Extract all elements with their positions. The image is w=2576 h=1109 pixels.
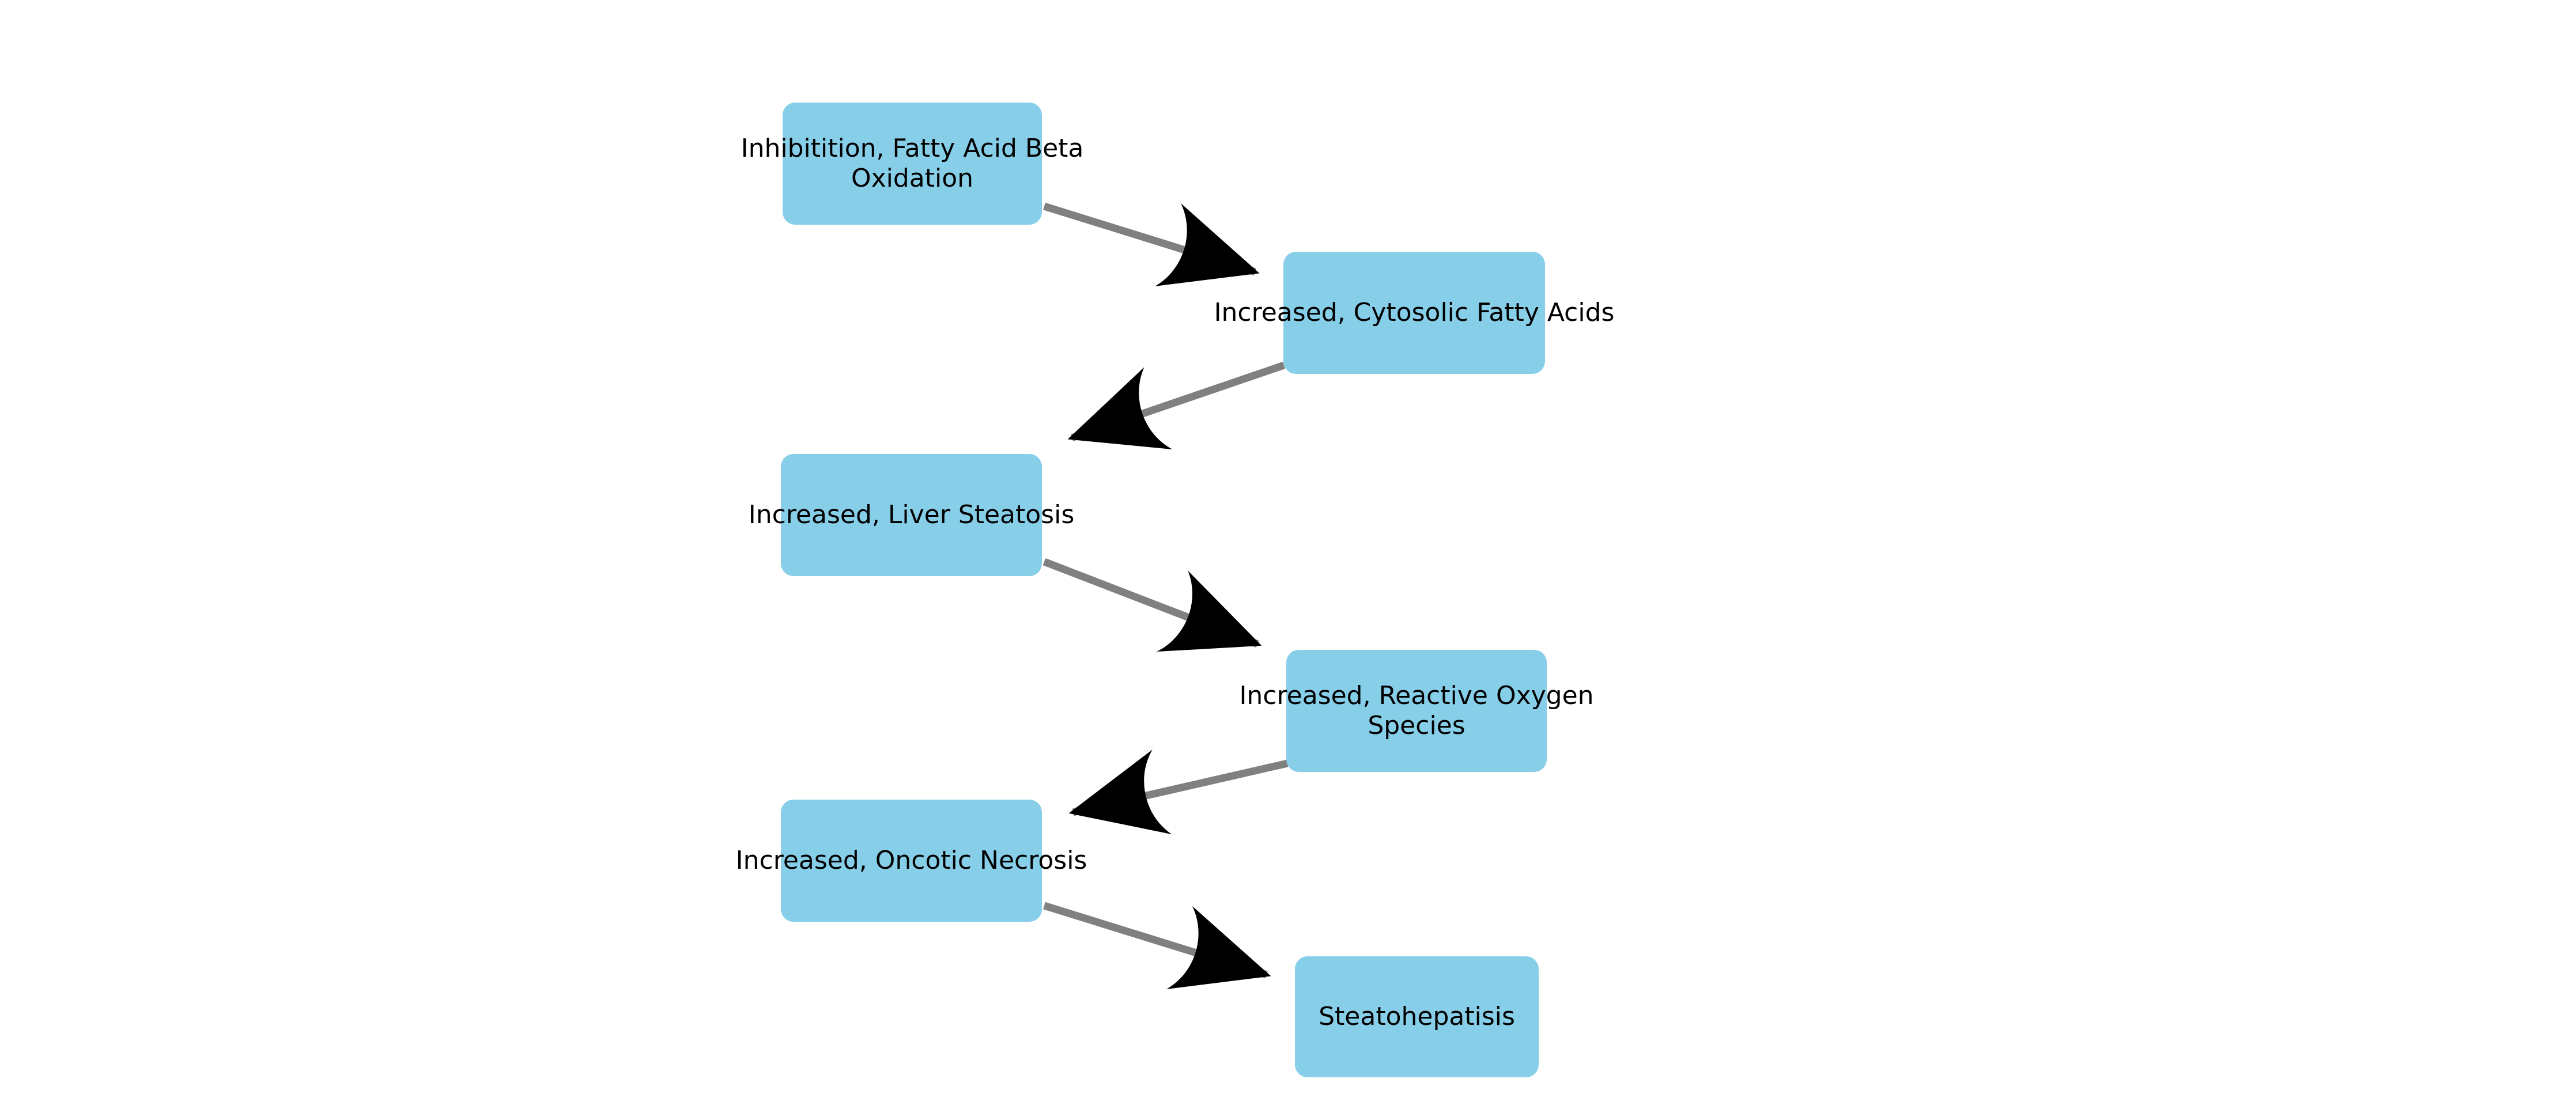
edge-n4-n5 [1068,750,1289,835]
node-increased-oncotic-necrosis[interactable] [781,800,1042,922]
edge-n2-n3 [1067,361,1286,449]
edge-n5-n6 [1043,902,1271,989]
edge-n3-n4 [1043,558,1262,652]
node-inhibition-fatty-acid-beta-oxidation[interactable] [783,103,1042,225]
node-increased-cytosolic-fatty-acids[interactable] [1283,252,1545,374]
node-increased-reactive-oxygen-species[interactable] [1286,650,1547,772]
edge-n1-n2 [1043,202,1260,286]
node-steatohepatisis[interactable] [1295,956,1539,1077]
node-increased-liver-steatosis[interactable] [781,454,1042,576]
